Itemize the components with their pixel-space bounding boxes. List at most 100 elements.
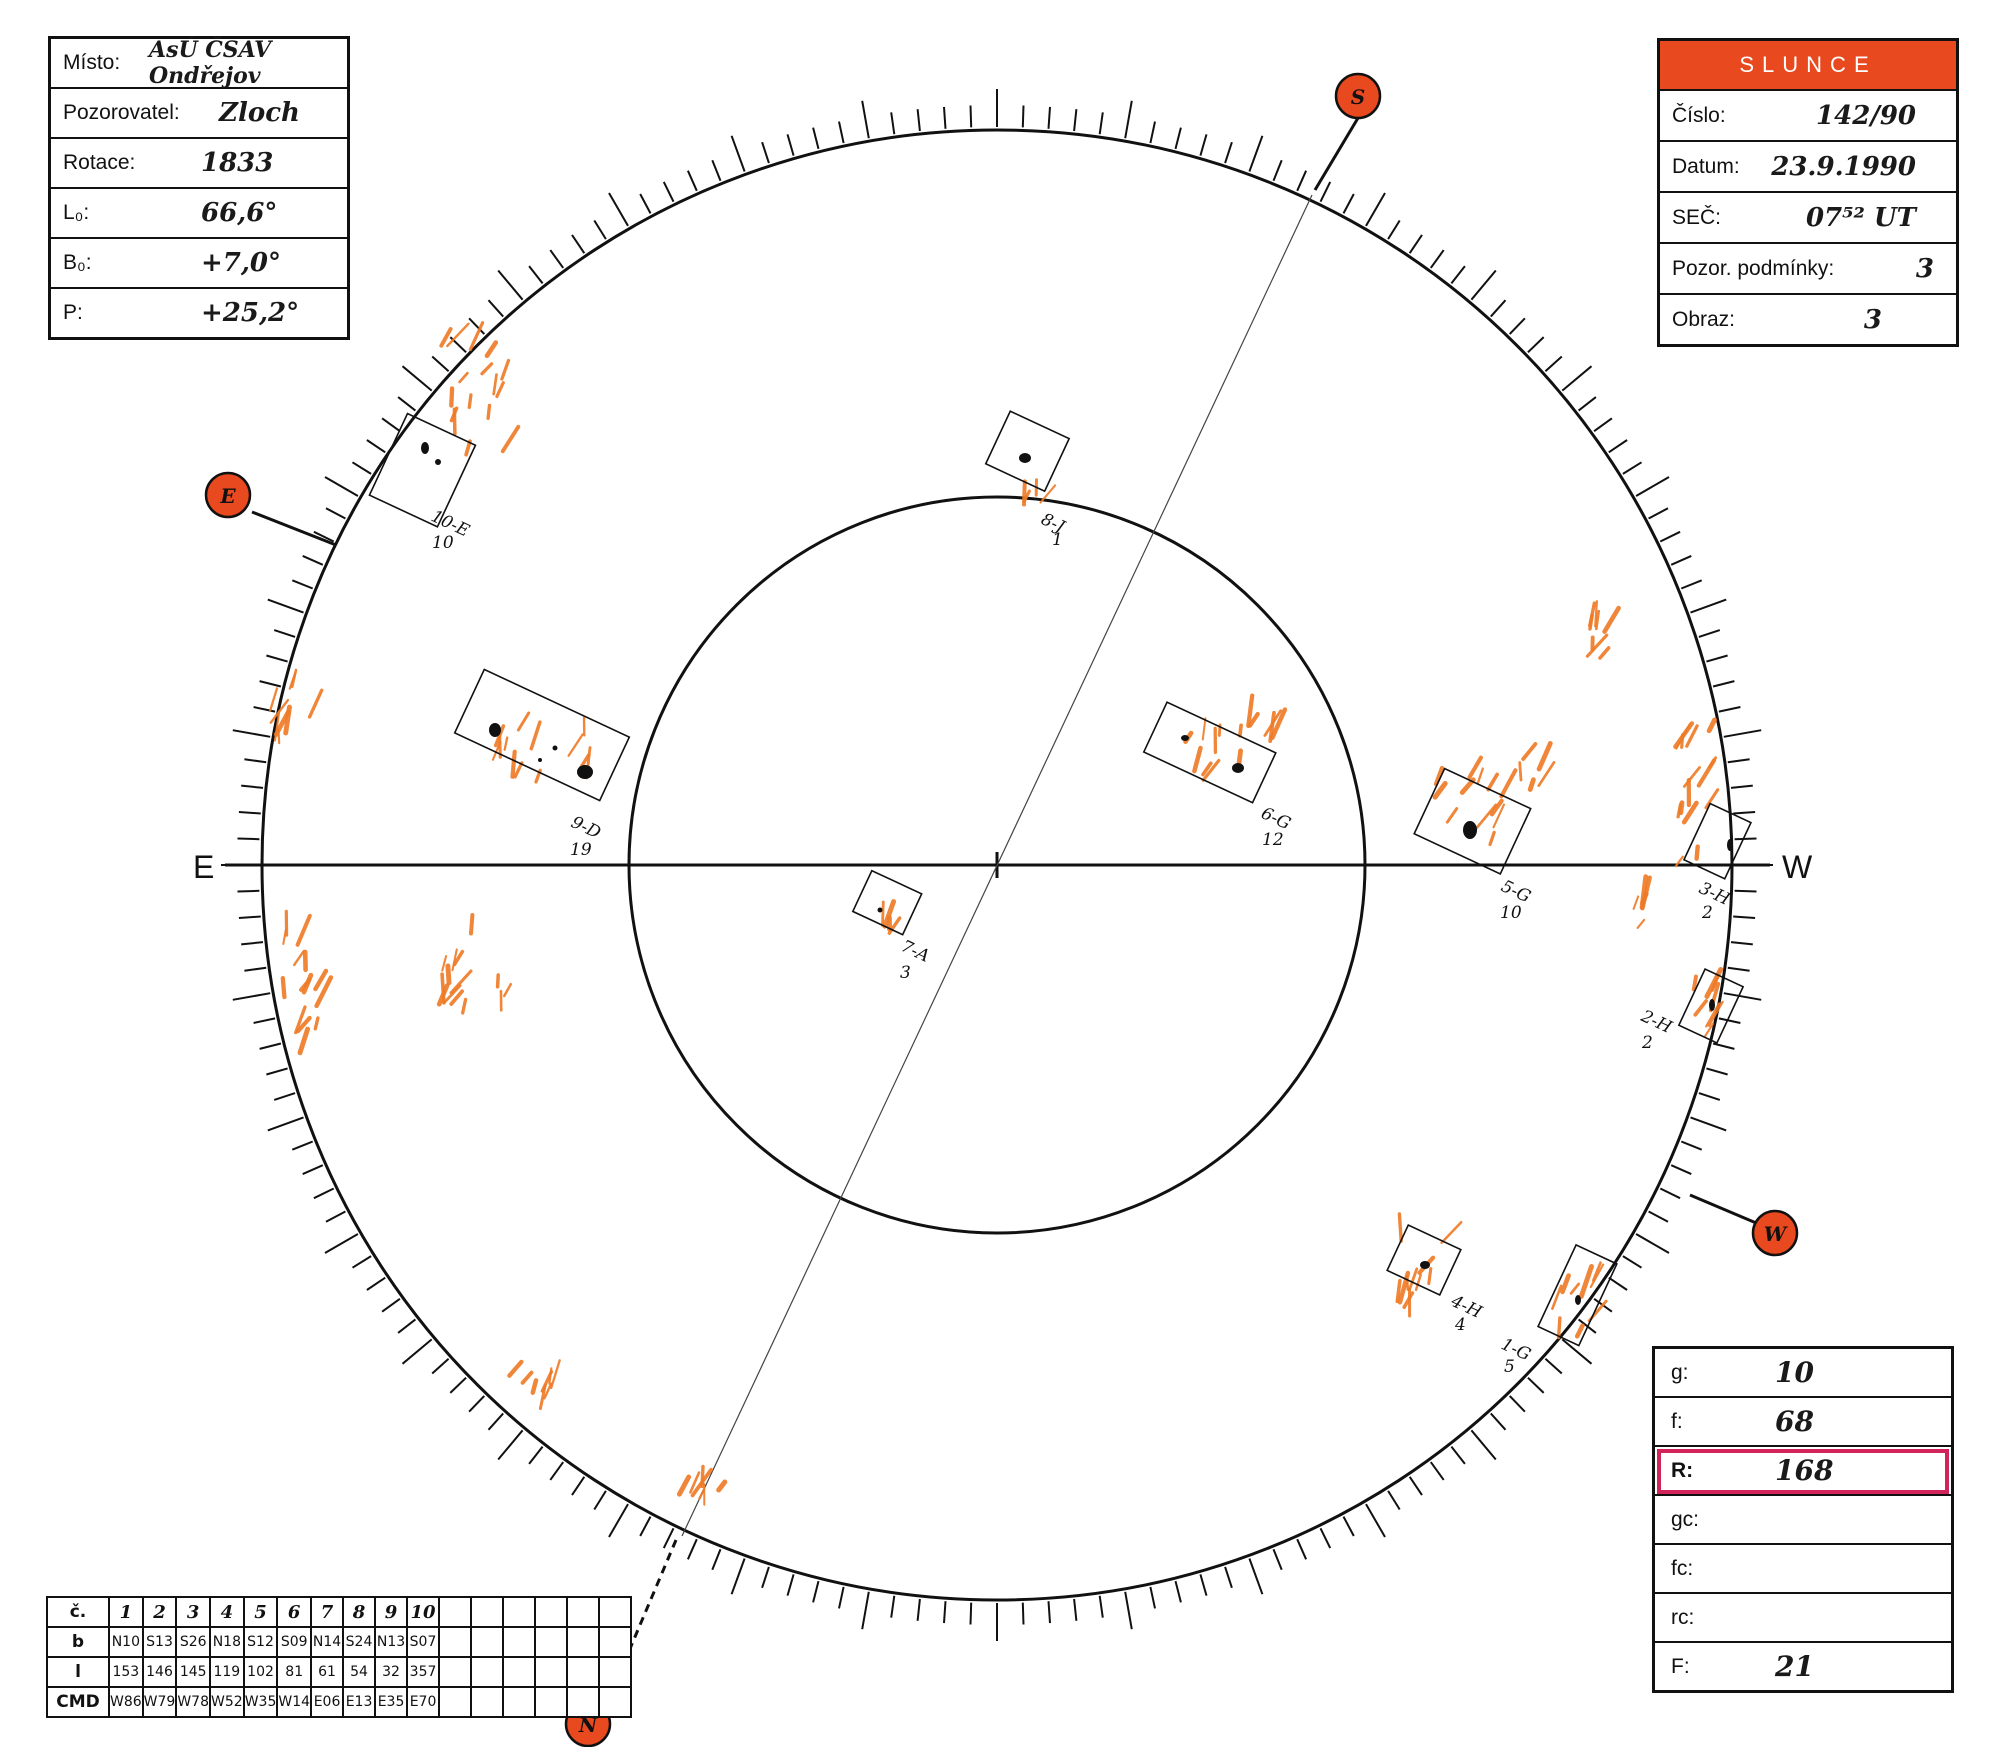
table-cell: 6 <box>276 1596 313 1628</box>
tick-mark <box>761 1566 770 1589</box>
tick-mark <box>662 1527 675 1549</box>
group-frame-5G <box>1413 767 1532 875</box>
group-frame-3H <box>1682 802 1753 880</box>
tick-mark <box>838 121 845 144</box>
facula-stroke <box>269 687 279 712</box>
spot-9D-d <box>538 758 542 762</box>
tick-mark <box>259 1042 282 1050</box>
tick-mark <box>487 1412 504 1431</box>
sec-value: 07⁵² UT <box>1805 202 1916 233</box>
tick-mark <box>1508 1395 1526 1413</box>
misto-value: AsÚ ČSAV Ondřejov <box>149 37 272 89</box>
facula-stroke <box>1238 723 1243 738</box>
tick-mark <box>549 1461 565 1481</box>
ff-label: F: <box>1671 1654 1690 1678</box>
tick-mark <box>1733 811 1756 815</box>
tick-mark <box>401 365 433 392</box>
tick-mark <box>1429 249 1445 269</box>
b0-row: B₀: +7,0° <box>51 239 347 289</box>
table-row-label: č. <box>46 1596 110 1628</box>
tick-mark <box>241 941 264 946</box>
spot-8J <box>1019 453 1031 463</box>
facula-stroke <box>1560 1273 1571 1295</box>
tick-mark <box>969 105 973 128</box>
f-value: 68 <box>1775 1405 1814 1438</box>
podminky-label: Pozor. podmínky: <box>1672 256 1835 280</box>
tick-mark <box>786 134 795 156</box>
table-cell: 54 <box>342 1656 377 1688</box>
tick-mark <box>468 1395 486 1413</box>
tick-mark <box>232 729 271 738</box>
tick-mark <box>1635 1233 1670 1254</box>
tick-mark <box>259 680 282 688</box>
facula-stroke <box>1395 1278 1402 1304</box>
pozorovatel-row: Pozorovatel: Zloch <box>51 89 347 139</box>
table-cell: S26 <box>175 1626 212 1658</box>
svg-text:S: S <box>1351 85 1365 109</box>
facula-stroke <box>1674 855 1684 868</box>
gc-row: gc: <box>1655 1496 1951 1545</box>
tick-mark <box>1365 1503 1386 1538</box>
tick-mark <box>571 1476 586 1496</box>
tick-mark <box>761 141 770 164</box>
facula-stroke <box>1588 601 1597 628</box>
facula-stroke <box>689 1471 701 1494</box>
tick-mark <box>267 598 304 614</box>
sec-label: SEČ: <box>1672 205 1722 229</box>
tick-mark <box>1712 680 1735 688</box>
facula-stroke <box>1414 1273 1422 1292</box>
tick-mark <box>366 439 386 454</box>
f-row: f: 68 <box>1655 1398 1951 1447</box>
table-cell: W86 <box>108 1686 144 1718</box>
tick-mark <box>1659 530 1681 543</box>
table-cell-empty <box>438 1686 473 1718</box>
tick-mark <box>291 1140 314 1151</box>
table-cell: 146 <box>141 1656 178 1688</box>
table-cell: N13 <box>374 1626 409 1658</box>
tick-mark <box>1174 127 1182 150</box>
facula-stroke <box>1405 1275 1410 1291</box>
spot-9D-a <box>489 723 501 737</box>
table-cell-empty <box>502 1686 537 1718</box>
spot-9D-b <box>577 765 593 779</box>
facula-stroke <box>1397 1212 1403 1243</box>
facula-stroke <box>442 984 462 1004</box>
tick-mark <box>238 915 261 919</box>
facula-stroke <box>1694 844 1700 861</box>
tick-mark <box>1470 1429 1497 1461</box>
tick-mark <box>730 1558 746 1595</box>
table-cell-empty <box>598 1686 633 1718</box>
facula-stroke <box>294 1005 307 1035</box>
tick-mark <box>302 1164 324 1176</box>
pozorovatel-value: Zloch <box>219 98 300 128</box>
table-cell-empty <box>566 1626 601 1658</box>
facula-stroke <box>449 969 473 995</box>
obraz-value: 3 <box>1863 304 1882 335</box>
table-cell-empty <box>534 1686 569 1718</box>
facula-stroke <box>503 736 509 751</box>
group-count-10E: 10 <box>432 533 454 553</box>
spot-6G-b <box>1232 763 1244 773</box>
s-marker: S <box>1334 72 1382 120</box>
tick-mark <box>1248 1558 1264 1595</box>
facula-stroke <box>282 928 287 945</box>
group-frame-9D <box>453 668 631 802</box>
l0-value: 66,6° <box>201 198 278 228</box>
e-marker: E <box>204 471 252 519</box>
facula-stroke <box>1246 693 1255 729</box>
tick-mark <box>397 396 417 412</box>
facula-stroke <box>1594 609 1601 631</box>
tick-mark <box>381 1297 401 1313</box>
tick-mark <box>325 1210 346 1223</box>
spot-3H <box>1727 839 1733 851</box>
facula-stroke <box>314 975 334 1009</box>
tick-mark <box>571 234 586 254</box>
tick-mark <box>1387 219 1401 240</box>
p-label: P: <box>63 301 83 324</box>
group-frame-10E <box>368 412 477 528</box>
tick-mark <box>431 355 450 372</box>
tick-mark <box>1648 507 1669 520</box>
group-count-7A: 3 <box>900 963 911 983</box>
sunspot-counts-box: g: 10 f: 68 R: 168 gc: fc: rc: F: 21 <box>1652 1346 1954 1693</box>
